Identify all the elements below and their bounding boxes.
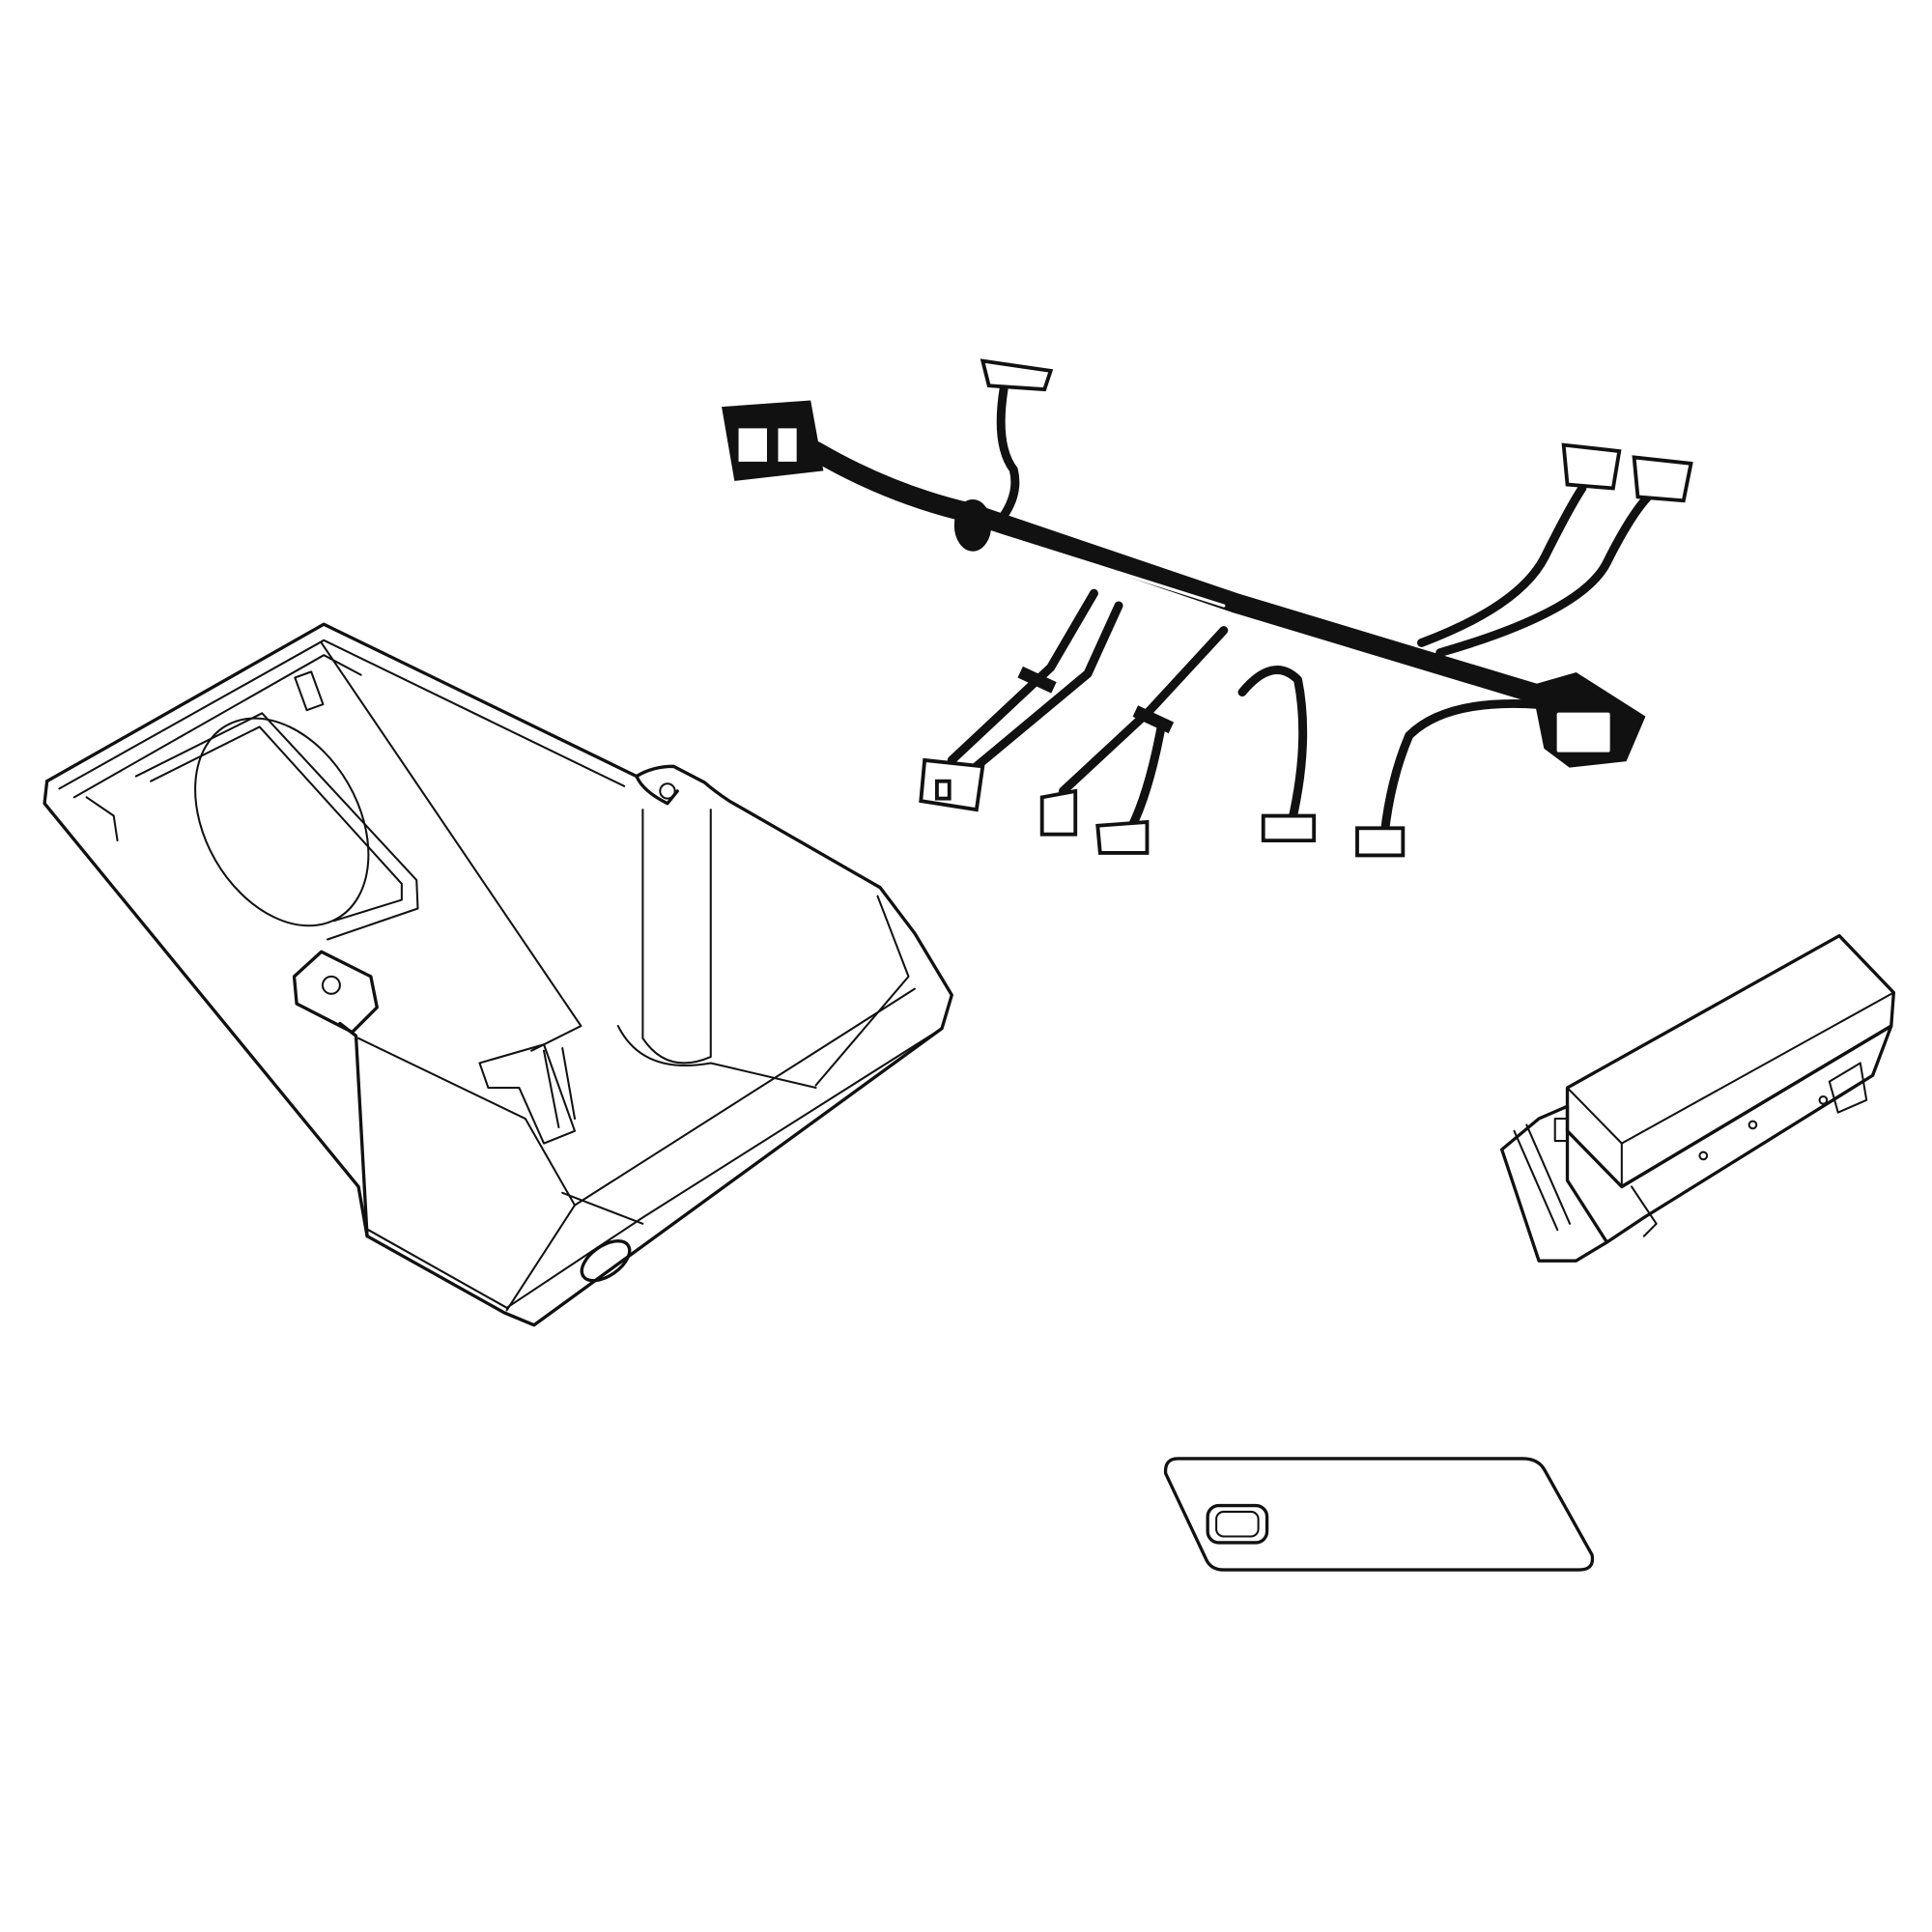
wire-harness [722,358,1693,858]
control-module [1500,933,1895,1263]
cover-plate [1163,1457,1595,1572]
mounting-housing [43,622,953,1327]
